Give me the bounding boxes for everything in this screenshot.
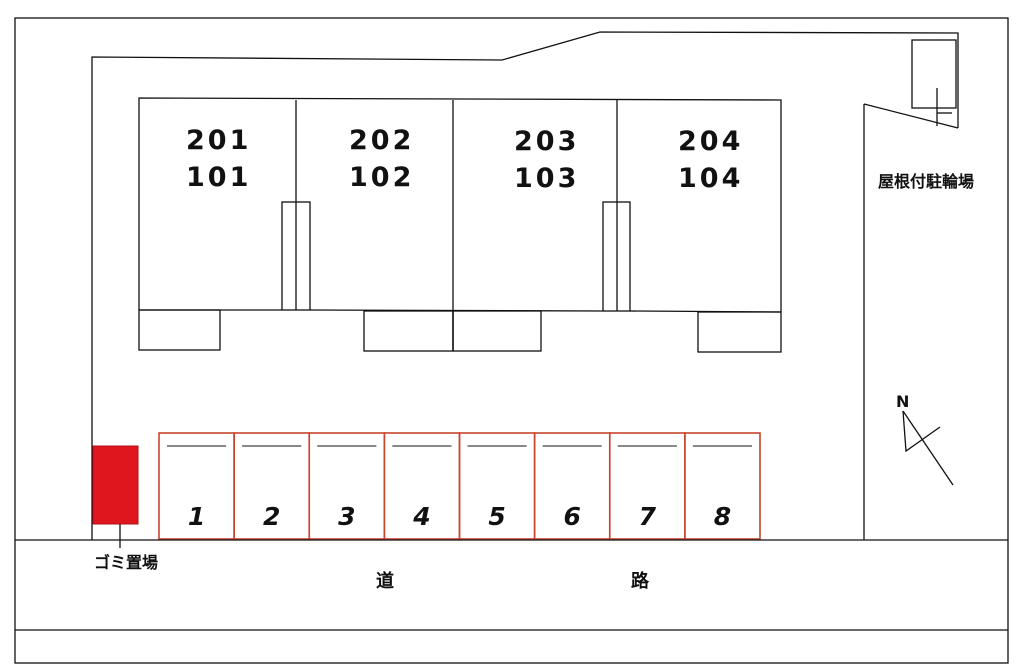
- bike-shelter: [911, 39, 957, 126]
- parking-slot-number: 7: [639, 502, 657, 531]
- unit-label-101: 101: [186, 162, 251, 193]
- parking-slot-number: 2: [263, 502, 280, 531]
- unit-label-203: 203: [514, 126, 579, 157]
- unit-label-104: 104: [678, 163, 743, 194]
- staircase-left: [281, 201, 311, 311]
- parking-slot-8: [684, 432, 761, 540]
- north-arrow: N: [896, 392, 954, 486]
- unit-label-204: 204: [678, 126, 743, 157]
- garbage-area: [92, 445, 139, 525]
- parking-slot-number: 4: [412, 502, 430, 531]
- parking-slot-number: 5: [488, 502, 505, 531]
- road: 道 路: [15, 539, 1008, 631]
- parking-slot-number: 8: [714, 502, 731, 531]
- unit-label-202: 202: [349, 125, 414, 156]
- porch-102: [363, 310, 454, 352]
- porch-103: [452, 310, 542, 352]
- unit-label-102: 102: [349, 162, 414, 193]
- unit-label-201: 201: [186, 125, 251, 156]
- compass-label: N: [896, 392, 909, 411]
- parking-slot-number: 1: [188, 502, 205, 531]
- porch-104: [697, 311, 782, 353]
- parking-slot-number: 3: [338, 502, 355, 531]
- staircase-right: [602, 201, 631, 312]
- unit-label-103: 103: [514, 163, 579, 194]
- road-char-2: 路: [631, 570, 650, 592]
- building: [138, 97, 782, 353]
- outer-frame: [14, 17, 1009, 664]
- garbage-label: ゴミ置場: [94, 553, 158, 572]
- porch-101: [138, 309, 221, 351]
- parking-slot-number: 6: [563, 502, 580, 531]
- bike-parking-label: 屋根付駐輪場: [878, 172, 974, 191]
- bike-shelter-roof: [911, 39, 957, 109]
- road-char-1: 道: [376, 570, 394, 592]
- lot-boundary-right: [863, 103, 959, 129]
- parking-lot: 1 2 3 4 5 6 7 8: [158, 432, 761, 540]
- lot-boundary-left-top: [91, 31, 959, 540]
